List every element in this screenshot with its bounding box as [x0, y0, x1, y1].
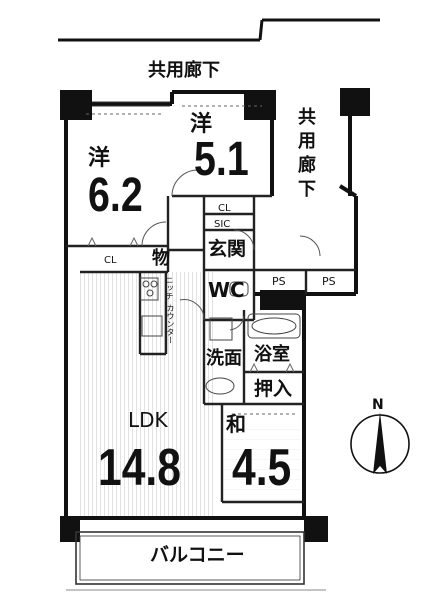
washitsu-floor	[224, 426, 300, 502]
ps-label-2: PS	[322, 275, 336, 288]
washroom-label: 洗面	[206, 348, 242, 369]
washitsu-type: 和	[226, 412, 246, 436]
toilet-label: WC	[208, 278, 245, 302]
bathroom-label: 浴室	[254, 344, 290, 365]
structural-columns	[60, 88, 370, 542]
door-swings	[141, 169, 321, 331]
kitchen-niche-label: ニッチ	[165, 276, 174, 300]
closet-b-label: CL	[218, 203, 231, 214]
north-label: N	[372, 397, 384, 413]
corridor-right-label: 共用廊下	[298, 107, 316, 200]
room-a-area: 6.2	[88, 169, 143, 222]
closet-marks	[87, 236, 295, 373]
closet-a-label: CL	[104, 255, 117, 266]
windows	[92, 101, 170, 107]
interior-walls	[66, 194, 356, 504]
counter-label: カウンター	[166, 304, 175, 344]
room-a-type: 洋	[88, 146, 111, 171]
ldk-floor	[80, 272, 214, 518]
oshiire-label: 押入	[254, 378, 293, 400]
room-b-area: 5.1	[194, 133, 249, 186]
room-b-type: 洋	[190, 112, 213, 137]
fixtures	[139, 277, 301, 395]
corridor-top-label: 共用廊下	[148, 60, 220, 81]
storage-label: 物	[152, 248, 170, 269]
ldk-type: LDK	[128, 408, 168, 432]
outer-walls	[64, 90, 358, 520]
compass-icon	[350, 412, 410, 474]
balcony-outline	[75, 531, 305, 585]
corridor-top-line	[58, 18, 380, 42]
balcony-label: バルコニー	[150, 544, 245, 566]
washitsu-area: 4.5	[232, 439, 292, 497]
shelf-dashes	[86, 105, 296, 415]
entrance-label: 玄関	[208, 238, 247, 260]
ldk-area: 14.8	[98, 439, 181, 497]
ps-label-1: PS	[272, 275, 286, 288]
sic-label: SIC	[214, 219, 231, 230]
